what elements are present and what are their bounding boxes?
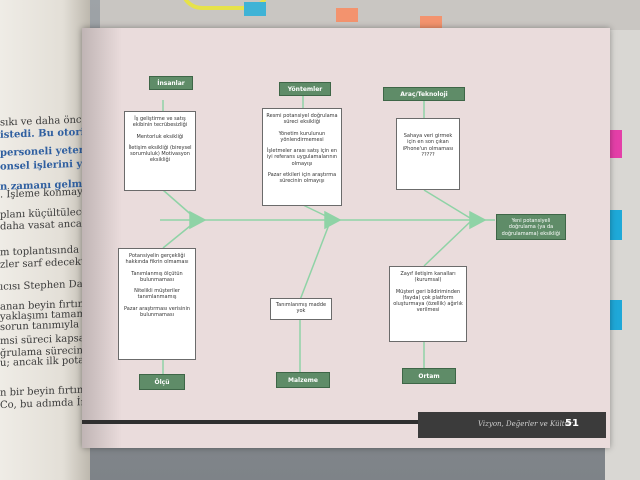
footer-bar	[418, 412, 606, 438]
sticky-tab-orange	[336, 8, 358, 22]
cause-text: Nitelikli müşteriler tanımlanmamış	[134, 288, 180, 301]
cause-box-insanlar: İş geliştirme ve satış ekibinin tecrübes…	[124, 111, 196, 191]
cause-text: Resmi potansiyel doğrulama süreci eksikl…	[266, 113, 338, 126]
cause-box-malzeme: Tanımlanmış madde yok	[270, 298, 332, 320]
cause-text: İşletmeler arası satış için en iyi refer…	[266, 148, 338, 167]
category-yontemler: Yöntemler	[279, 82, 331, 96]
page-gutter-shadow	[82, 28, 122, 448]
cause-text: İletişim eksikliği (bireysel sorumluluk)…	[128, 144, 192, 164]
sticky-tab-orange-2	[420, 16, 442, 30]
cause-text: İş geliştirme ve satış ekibinin tecrübes…	[132, 116, 188, 129]
cause-text: Sahaya veri girmek için en son çıkan iPh…	[402, 133, 454, 158]
category-ortam: Ortam	[402, 368, 456, 384]
cause-text: Tanımlanmış madde yok	[275, 302, 327, 315]
cause-box-ortam: Zayıf iletişim kanalları (kurumsal) Müşt…	[389, 266, 467, 342]
cause-box-arac: Sahaya veri girmek için en son çıkan iPh…	[396, 118, 460, 190]
category-insanlar: İnsanlar	[149, 76, 193, 90]
category-olcu: Ölçü	[139, 374, 185, 390]
category-malzeme: Malzeme	[276, 372, 330, 388]
adjacent-book	[605, 30, 640, 480]
sticky-tab-blue	[244, 2, 266, 16]
cause-box-olcu: Potansiyelin gerçekliği hakkında fikrin …	[118, 248, 196, 360]
cause-text: Tanımlanmış ölçütün bulunmaması	[131, 270, 183, 283]
cause-text: Pazar araştırması verisinin bulunmaması	[123, 305, 190, 318]
page-number: 51	[565, 418, 579, 429]
footer-rule	[82, 420, 422, 424]
cause-text: Zayıf iletişim kanalları (kurumsal)	[400, 271, 456, 284]
effect-box: Yeni potansiyeli doğrulama (ya da doğrul…	[496, 214, 566, 240]
cause-text: Pazar etkileri için araştırma sürecinin …	[267, 171, 337, 184]
cause-text: Mentorluk eksikliği	[136, 133, 184, 140]
cause-text: Potansiyelin gerçekliği hakkında fikrin …	[125, 253, 189, 266]
cause-text: Müşteri geri bildiriminden (fayda) çok p…	[393, 288, 463, 314]
cause-text: Yönetim kurulunun yönlendirmemesi	[278, 130, 326, 143]
category-arac-teknoloji: Araç/Teknoloji	[383, 87, 465, 101]
cause-box-yontemler: Resmi potansiyel doğrulama süreci eksikl…	[262, 108, 342, 206]
footer-section-title: Vizyon, Değerler ve Kültür	[478, 420, 573, 428]
